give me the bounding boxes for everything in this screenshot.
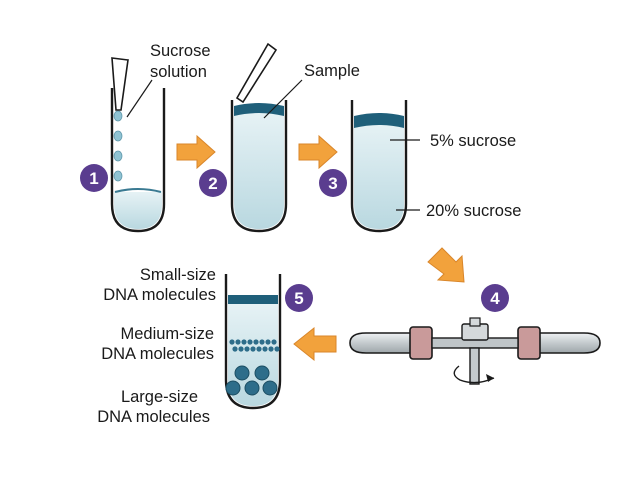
tube-5-liquid xyxy=(228,304,278,406)
tube-1-wall xyxy=(110,88,166,233)
label-20-percent: 20% sucrose xyxy=(426,202,521,220)
rotation-arrow xyxy=(453,365,495,384)
label-sucrose-line2: solution xyxy=(150,63,207,81)
label-small-line1: Small-size xyxy=(140,266,216,284)
large-dna-cluster xyxy=(225,365,278,396)
medium-dna-molecule xyxy=(235,339,241,345)
medium-dna-molecule xyxy=(262,346,268,352)
medium-dna-band xyxy=(229,339,280,352)
tube-5 xyxy=(224,274,282,410)
rotation-arrowhead xyxy=(486,374,494,382)
step-4-number: 4 xyxy=(490,289,500,308)
step-2-number: 2 xyxy=(208,174,217,193)
medium-dna-molecule xyxy=(244,346,250,352)
medium-dna-molecule xyxy=(232,346,238,352)
small-dna-band xyxy=(228,295,278,304)
rotor-left-tube xyxy=(349,332,413,354)
label-medium-line1: Medium-size xyxy=(120,325,214,343)
arrow-step3-to-4 xyxy=(427,247,465,283)
tube-1 xyxy=(110,57,166,233)
tube-2-liquid xyxy=(234,112,284,229)
step-1-number: 1 xyxy=(89,169,98,188)
medium-dna-molecule xyxy=(256,346,262,352)
label-sucrose-line1: Sucrose xyxy=(150,42,211,60)
step-3-badge: 3 xyxy=(319,169,347,197)
step-1-badge: 1 xyxy=(80,164,108,192)
medium-dna-molecule xyxy=(250,346,256,352)
arrow-step2-to-3 xyxy=(298,134,338,170)
pipette-1 xyxy=(111,57,129,111)
rotor-hub-cap xyxy=(469,317,481,327)
rotor-right-tube xyxy=(537,332,601,354)
sucrose-pointer-line xyxy=(126,79,153,118)
step-3-number: 3 xyxy=(328,174,337,193)
step-5-number: 5 xyxy=(294,289,303,308)
large-dna-molecule xyxy=(254,365,270,381)
label-large-line2: DNA molecules xyxy=(97,408,210,426)
medium-dna-molecule xyxy=(259,339,265,345)
medium-dna-molecule xyxy=(253,339,259,345)
rotor-left-cup xyxy=(409,326,433,360)
medium-dna-molecule xyxy=(241,339,247,345)
label-large-line1: Large-size xyxy=(121,388,198,406)
large-dna-molecule xyxy=(262,380,278,396)
medium-dna-molecule xyxy=(274,346,280,352)
tube-3 xyxy=(350,100,420,233)
pipette-2 xyxy=(235,42,278,104)
step-2-badge: 2 xyxy=(199,169,227,197)
large-dna-molecule xyxy=(244,380,260,396)
step-5-badge: 5 xyxy=(285,284,313,312)
tube-3-top-band xyxy=(354,113,404,128)
sucrose-droplets xyxy=(113,110,123,182)
centrifuge-rotor xyxy=(349,317,601,385)
arrow-step4-to-5 xyxy=(293,326,337,362)
medium-dna-molecule xyxy=(268,346,274,352)
label-small-line2: DNA molecules xyxy=(103,286,216,304)
medium-dna-molecule xyxy=(247,339,253,345)
tube-1-meniscus xyxy=(114,188,162,193)
tube-3-liquid xyxy=(354,122,404,229)
tube-1-liquid xyxy=(114,192,162,229)
tube-2 xyxy=(230,42,303,233)
large-dna-molecule xyxy=(234,365,250,381)
tube-2-wall xyxy=(230,100,288,233)
arrow-step1-to-2 xyxy=(176,134,216,170)
medium-dna-molecule xyxy=(265,339,271,345)
tube-3-wall xyxy=(350,100,408,233)
tube-2-top-band xyxy=(234,103,284,116)
label-sample: Sample xyxy=(304,62,360,80)
large-dna-molecule xyxy=(225,380,241,396)
medium-dna-molecule xyxy=(229,339,235,345)
rotor-spindle xyxy=(469,347,480,385)
label-5-percent: 5% sucrose xyxy=(430,132,516,150)
label-medium-line2: DNA molecules xyxy=(101,345,214,363)
medium-dna-molecule xyxy=(271,339,277,345)
rotor-right-cup xyxy=(517,326,541,360)
sample-pointer-line xyxy=(263,79,303,119)
step-4-badge: 4 xyxy=(481,284,509,312)
medium-dna-molecule xyxy=(238,346,244,352)
